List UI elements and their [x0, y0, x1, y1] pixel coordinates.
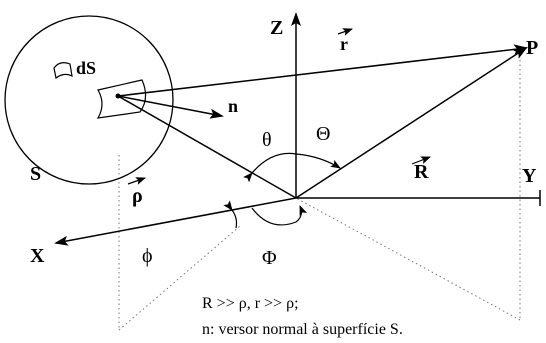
y-axis-label: Y: [522, 165, 537, 187]
vector-rho-label: ρ: [132, 185, 143, 207]
r-overarrow: [337, 28, 353, 36]
vector-rho-line: [117, 95, 297, 199]
projection-lines: [118, 60, 521, 331]
phi-big-arc: [251, 205, 308, 226]
normal-vector-line: [117, 95, 224, 119]
phi-small-arc: [223, 200, 238, 229]
rho-overarrow: [127, 177, 146, 185]
z-axis-label: Z: [270, 17, 283, 39]
vector-R-label: R: [414, 161, 429, 183]
big-theta-label: Θ: [316, 123, 330, 145]
x-axis-label: X: [30, 245, 45, 267]
R-overarrow: [411, 156, 431, 165]
x-axis-line: [54, 197, 297, 246]
vector-r-label: r: [340, 34, 348, 54]
vector-R-line: [295, 46, 528, 199]
normal-label: n: [228, 96, 238, 116]
surface-element-label: dS: [76, 58, 96, 78]
phi-small-label: ϕ: [142, 245, 153, 267]
vector-r-line: [117, 44, 528, 97]
theta-label: θ: [262, 129, 272, 151]
surface-circle: [4, 15, 174, 185]
phi-big-label: Φ: [262, 247, 277, 269]
caption-line-1: R >> ρ, r >> ρ;: [202, 295, 299, 312]
point-P-label: P: [526, 37, 538, 59]
big-theta-arc: [295, 153, 341, 169]
caption-line-2: n: versor normal à superfície S.: [202, 321, 403, 338]
surface-element-shape: [53, 62, 147, 119]
surface-label: S: [30, 163, 41, 185]
theta-arc: [243, 152, 297, 183]
